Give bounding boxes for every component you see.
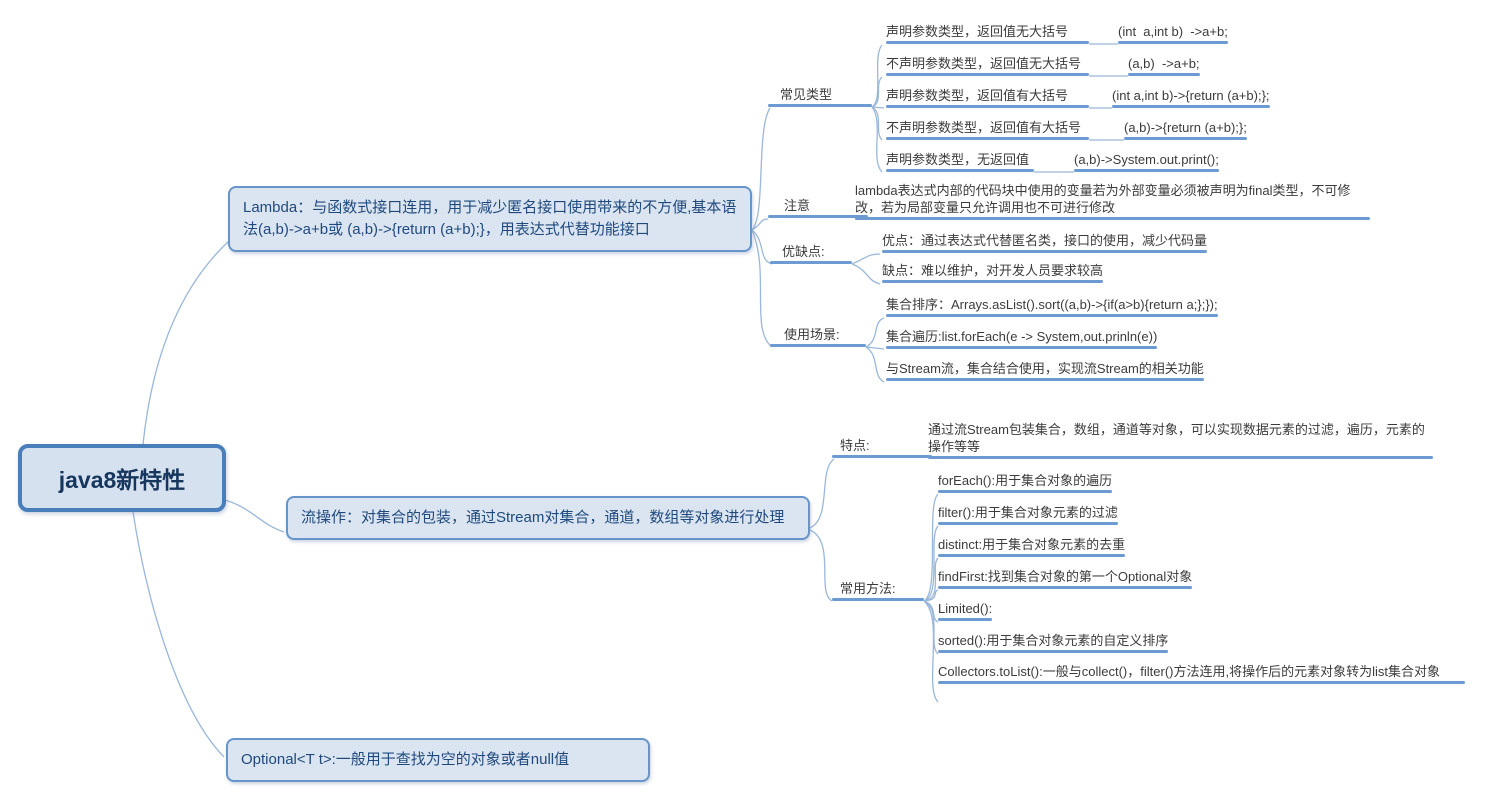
method-limited[interactable]: Limited():	[938, 600, 992, 625]
features-text[interactable]: 通过流Stream包装集合，数组，通道等对象，可以实现数据元素的过滤，遍历，元素…	[928, 421, 1433, 463]
use-case-stream[interactable]: 与Stream流，集合结合使用，实现流Stream的相关功能	[886, 360, 1204, 385]
type-code-2[interactable]: (a,b) ->a+b;	[1128, 55, 1200, 80]
cons-item[interactable]: 缺点：难以维护，对开发人员要求较高	[882, 262, 1103, 287]
label-features[interactable]: 特点:	[832, 437, 932, 462]
note-text[interactable]: lambda表达式内部的代码块中使用的变量若为外部变量必须被声明为final类型…	[855, 182, 1370, 224]
use-case-foreach[interactable]: 集合遍历:list.forEach(e -> System,out.prinln…	[886, 328, 1157, 353]
use-case-sort[interactable]: 集合排序：Arrays.asList().sort((a,b)->{if(a>b…	[886, 296, 1218, 321]
branch-node-lambda[interactable]: Lambda：与函数式接口连用，用于减少匿名接口使用带来的不方便,基本语法(a,…	[228, 186, 752, 252]
type-code-4[interactable]: (a,b)->{return (a+b);};	[1124, 119, 1247, 144]
label-use-cases[interactable]: 使用场景:	[770, 326, 866, 351]
label-pros-cons[interactable]: 优缺点:	[770, 243, 852, 268]
type-code-3[interactable]: (int a,int b)->{return (a+b);};	[1112, 87, 1270, 112]
method-filter[interactable]: filter():用于集合对象元素的过滤	[938, 504, 1118, 529]
type-desc-3[interactable]: 声明参数类型，返回值有大括号	[886, 87, 1089, 112]
method-distinct[interactable]: distinct:用于集合对象元素的去重	[938, 536, 1125, 561]
method-findfirst[interactable]: findFirst:找到集合对象的第一个Optional对象	[938, 568, 1192, 593]
root-node-java8[interactable]: java8新特性	[18, 444, 226, 512]
branch-node-stream[interactable]: 流操作：对集合的包装，通过Stream对集合，通道，数组等对象进行处理	[286, 496, 810, 540]
type-desc-5[interactable]: 声明参数类型，无返回值	[886, 151, 1034, 176]
type-desc-4[interactable]: 不声明参数类型，返回值有大括号	[886, 119, 1089, 144]
type-code-5[interactable]: (a,b)->System.out.print();	[1074, 151, 1219, 176]
method-sorted[interactable]: sorted():用于集合对象元素的自定义排序	[938, 632, 1168, 657]
branch-node-optional[interactable]: Optional<T t>:一般用于查找为空的对象或者null值	[226, 738, 650, 782]
label-methods[interactable]: 常用方法:	[832, 580, 924, 605]
label-common-types[interactable]: 常见类型	[768, 86, 872, 111]
type-code-1[interactable]: (int a,int b) ->a+b;	[1118, 23, 1228, 48]
type-desc-1[interactable]: 声明参数类型，返回值无大括号	[886, 23, 1089, 48]
method-collectors[interactable]: Collectors.toList():一般与collect()，filter(…	[938, 663, 1465, 688]
method-foreach[interactable]: forEach():用于集合对象的遍历	[938, 472, 1112, 497]
pros-item[interactable]: 优点：通过表达式代替匿名类，接口的使用，减少代码量	[882, 232, 1207, 257]
label-note[interactable]: 注意	[768, 197, 868, 222]
type-desc-2[interactable]: 不声明参数类型，返回值无大括号	[886, 55, 1089, 80]
